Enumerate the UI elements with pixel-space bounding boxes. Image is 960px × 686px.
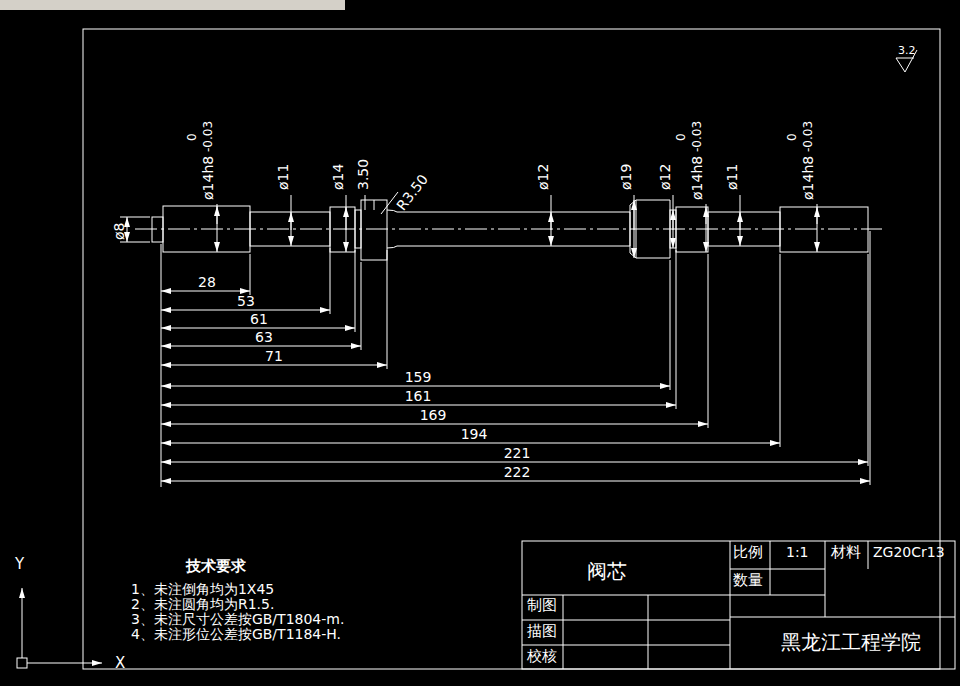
notes-heading: 技术要求: [186, 559, 246, 574]
length-dimension: 169: [420, 408, 447, 422]
tolerance: 0: [786, 133, 798, 141]
note-line: 4、未注形位公差按GB/T1184-H.: [131, 627, 341, 641]
length-dimension: 28: [198, 275, 216, 289]
tolerance: 0: [675, 133, 687, 141]
tolerance: -0.03: [202, 121, 214, 152]
radius-dimension: R3.50: [394, 172, 430, 213]
note-line: 1、未注倒角均为1X45: [131, 582, 274, 596]
toolbar-strip: [0, 0, 345, 10]
diameter-dimension: ø12: [658, 164, 672, 190]
tolerance: -0.03: [691, 121, 703, 152]
length-dimension: 53: [237, 294, 255, 308]
table-cell: 数量: [733, 573, 763, 588]
axis-label: Y: [15, 557, 24, 572]
tolerance: -0.03: [802, 121, 814, 152]
diameter-dimension: ø14h8: [801, 156, 815, 200]
note-line: 2、未注圆角均为R1.5.: [131, 597, 274, 611]
diameter-dimension: ø11: [725, 164, 739, 190]
length-dimension: 159: [405, 370, 432, 384]
table-cell: ZG20Cr13: [873, 545, 945, 559]
diameter-dimension: ø12: [536, 164, 550, 190]
length-dimension: 71: [265, 349, 283, 363]
roughness-value: 3.2: [898, 45, 916, 56]
diameter-dimension: ø8: [112, 223, 126, 240]
tolerance: 0: [186, 133, 198, 141]
table-cell: 描图: [527, 624, 557, 639]
table-cell: 比例: [733, 545, 763, 560]
diameter-dimension: ø11: [276, 164, 290, 190]
note-line: 3、未注尺寸公差按GB/T1804-m.: [131, 612, 344, 626]
diameter-dimension: ø19: [619, 164, 633, 190]
school-name: 黑龙江工程学院: [781, 632, 921, 652]
length-dimension: 61: [250, 312, 268, 326]
part-name: 阀芯: [587, 561, 627, 581]
length-dimension: 222: [504, 465, 531, 479]
diameter-dimension: ø14h8: [690, 156, 704, 200]
axis-label: X: [115, 656, 125, 671]
length-dimension: 63: [255, 330, 273, 344]
table-cell: 材料: [831, 545, 861, 560]
length-dimension: 3.50: [356, 159, 370, 190]
length-dimension: 161: [405, 389, 432, 403]
diameter-dimension: ø14: [331, 164, 345, 190]
table-cell: 校核: [527, 649, 557, 664]
table-cell: 制图: [527, 598, 557, 613]
table-cell: 1:1: [786, 545, 809, 559]
diameter-dimension: ø14h8: [201, 156, 215, 200]
length-dimension: 221: [504, 446, 531, 460]
length-dimension: 194: [461, 427, 488, 441]
